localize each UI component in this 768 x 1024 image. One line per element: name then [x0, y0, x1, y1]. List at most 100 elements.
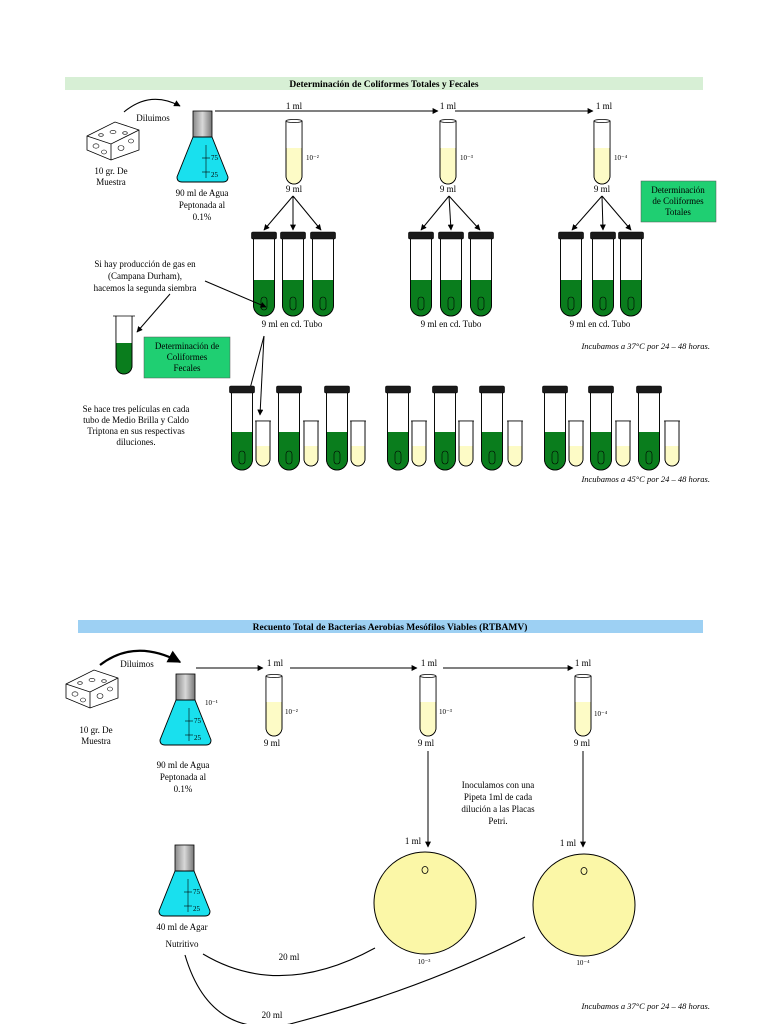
- seed-broth-tube-5: [432, 385, 458, 471]
- seed-note-line-2: tubo de Medio Brilla y Caldo: [83, 415, 189, 425]
- seed-broth-tube-4: [385, 385, 411, 471]
- fan-arrows-3: [571, 195, 632, 231]
- flask2-label-2: Peptonada al: [160, 772, 207, 782]
- inoculate-note-line-3: dilución a las Placas: [461, 804, 535, 814]
- flask2-mark-75: 75: [194, 717, 202, 725]
- seed-yellow-tube-1: [255, 420, 271, 467]
- rt-tube-volume-1: 9 ml: [264, 738, 281, 748]
- plate-arrow-label-1: 1 ml: [405, 836, 422, 846]
- agar-mark-25: 25: [193, 905, 201, 913]
- agar-mark-75: 75: [193, 888, 201, 896]
- cheese-sample-icon: [86, 121, 140, 161]
- seed-broth-tube-6: [479, 385, 505, 471]
- coliformes-title-banner: [65, 77, 703, 90]
- rt-dilution-label-3: 10⁻⁴: [594, 710, 608, 718]
- seed-yellow-tube-9: [664, 420, 680, 467]
- gas-note-line-3: hacemos la segunda siembra: [94, 283, 197, 293]
- flask-label-3: 0.1%: [193, 212, 212, 222]
- gas-note-arrow-right: [204, 280, 267, 308]
- rt-transfer-label-2: 1 ml: [421, 658, 438, 668]
- seed-yellow-tube-7: [568, 420, 584, 467]
- sample2-label-2: Muestra: [81, 736, 111, 746]
- rt-tube-volume-3: 9 ml: [574, 738, 591, 748]
- rtbamv-title: Recuento Total de Bacterias Aerobias Mes…: [253, 622, 528, 633]
- sample-label-2: Muestra: [96, 177, 126, 187]
- dilution-label-3: 10⁻⁴: [614, 154, 628, 162]
- dilution-label-1: 10⁻²: [306, 154, 319, 162]
- petri-plate-1: [373, 851, 477, 955]
- seed-yellow-tube-5: [458, 420, 474, 467]
- gas-note-line-1: Si hay producción de gas en: [94, 259, 196, 269]
- agar-flask: 75 25: [158, 844, 211, 917]
- flask-label-2: Peptonada al: [179, 200, 226, 210]
- diluimos-label-2: Diluimos: [120, 659, 154, 669]
- rt-dilution-label-2: 10⁻³: [439, 708, 452, 716]
- totales-box-line-3: Totales: [665, 207, 691, 217]
- dilution-tube-2: [439, 119, 457, 185]
- flask2-dilution: 10⁻¹: [205, 699, 218, 707]
- pour-volume-2: 20 ml: [262, 1010, 283, 1020]
- dilution-tube-1: [285, 119, 303, 185]
- flask-mark-25: 25: [211, 171, 219, 179]
- broth-tube-8: [590, 231, 616, 317]
- broth-tube-7: [558, 231, 584, 317]
- sample2-label-1: 10 gr. De: [79, 725, 112, 735]
- fecales-small-tube: [113, 315, 135, 375]
- pour-volume-1: 20 ml: [279, 952, 300, 962]
- flask-mark-75: 75: [211, 154, 219, 162]
- broth-tube-6: [468, 231, 494, 317]
- broth-tube-row-1: [251, 231, 644, 317]
- seed-yellow-tube-2: [303, 420, 319, 467]
- broth-tube-3: [310, 231, 336, 317]
- sample-label-1: 10 gr. De: [94, 166, 127, 176]
- second-seed-row: [229, 385, 680, 471]
- peptone-flask-2: 75 25: [159, 673, 212, 746]
- coliformes-fecales-box: [143, 336, 231, 379]
- rt-tube-volume-2: 9 ml: [418, 738, 435, 748]
- gas-note-line-2: (Campana Durham),: [108, 271, 182, 281]
- flask-label-1: 90 ml de Agua: [176, 188, 229, 198]
- seed-yellow-tube-4: [411, 420, 427, 467]
- rt-dilution-tube-2: [419, 674, 437, 737]
- rt-transfer-label-3: 1 ml: [575, 658, 592, 668]
- plate-dilution-1: 10⁻³: [418, 958, 431, 966]
- flask2-mark-25: 25: [194, 734, 202, 742]
- tube-volume-3: 9 ml: [594, 184, 611, 194]
- rt-dilution-tube-3: [574, 674, 592, 737]
- plate-dilution-2: 10⁻⁴: [576, 959, 590, 967]
- incubate-37-note-2: Incubamos a 37°C por 24 – 48 horas.: [580, 1001, 710, 1011]
- tube-group-label-1: 9 ml en cd. Tubo: [262, 319, 323, 329]
- agar-label-2: Nutritivo: [166, 939, 199, 949]
- seed-yellow-tube-8: [615, 420, 631, 467]
- diluimos-arrow-2: [99, 649, 182, 666]
- fecales-box-line-1: Determinación de: [155, 341, 219, 351]
- seed-yellow-tube-6: [507, 420, 523, 467]
- incubate-45-note: Incubamos a 45°C por 24 – 48 horas.: [580, 474, 710, 484]
- seed-broth-tube-9: [636, 385, 662, 471]
- tube-volume-1: 9 ml: [286, 184, 303, 194]
- inoculate-note-line-4: Petri.: [488, 816, 507, 826]
- transfer-label-1: 1 ml: [286, 101, 303, 111]
- rt-transfer-label-1: 1 ml: [267, 658, 284, 668]
- seed-broth-tube-8: [588, 385, 614, 471]
- coliformes-totales-box: [640, 180, 717, 223]
- seed-broth-tube-1: [229, 385, 255, 471]
- pour-curve-2: [184, 936, 526, 1024]
- seed-yellow-tube-3: [350, 420, 366, 467]
- pour-curve-1: [202, 947, 376, 977]
- inoculate-note-line-2: Pipeta 1ml de cada: [464, 792, 532, 802]
- seed-note-line-4: diluciones.: [116, 437, 155, 447]
- tube-group-label-2: 9 ml en cd. Tubo: [421, 319, 482, 329]
- rt-dilution-tube-1: [265, 674, 283, 737]
- broth-tube-9: [618, 231, 644, 317]
- seed-broth-tube-2: [276, 385, 302, 471]
- seed-broth-tube-7: [542, 385, 568, 471]
- fan-arrows-2: [420, 195, 481, 231]
- fecales-box-line-2: Coliformes: [167, 352, 208, 362]
- cheese-sample-icon-2: [65, 669, 119, 709]
- broth-tube-1: [251, 231, 277, 317]
- inoculate-note-line-1: Inoculamos con una: [462, 780, 534, 790]
- peptone-flask-1: 75 25: [176, 110, 229, 183]
- broth-tube-2: [280, 231, 306, 317]
